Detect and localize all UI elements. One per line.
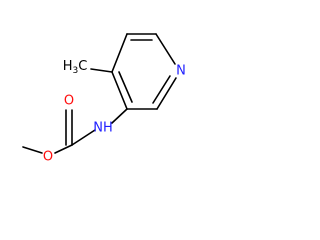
carbamate-chain bbox=[22, 108, 128, 154]
atom-ring-nitrogen: N bbox=[176, 64, 186, 79]
bond-c6-c1-inner bbox=[118, 71, 133, 103]
bond-c3-n bbox=[155, 33, 176, 65]
atom-ester-oxygen: O bbox=[43, 150, 53, 165]
bond-c1-methyl bbox=[90, 68, 113, 73]
bond-n-c5-inner bbox=[152, 75, 171, 104]
bond-c6-nh bbox=[111, 108, 128, 124]
chemical-structure: N H3C NH O O bbox=[22, 33, 186, 165]
bond-c1-c2 bbox=[111, 33, 128, 73]
atom-methyl: H3C bbox=[63, 59, 88, 76]
pyridine-ring bbox=[111, 33, 177, 110]
atom-nh: NH bbox=[93, 121, 113, 136]
bond-n-c5 bbox=[156, 77, 177, 110]
bond-nh-carbonyl-c bbox=[71, 129, 96, 146]
methyl-subscript: 3 bbox=[72, 66, 78, 76]
bond-c6-c1 bbox=[111, 71, 128, 110]
bond-ester-o-methyl bbox=[22, 146, 43, 154]
atom-carbonyl-oxygen: O bbox=[64, 94, 74, 109]
methyl-h: H bbox=[63, 59, 73, 74]
bond-carbonyl-c-ester-o bbox=[54, 144, 73, 154]
methyl-c: C bbox=[78, 59, 87, 74]
